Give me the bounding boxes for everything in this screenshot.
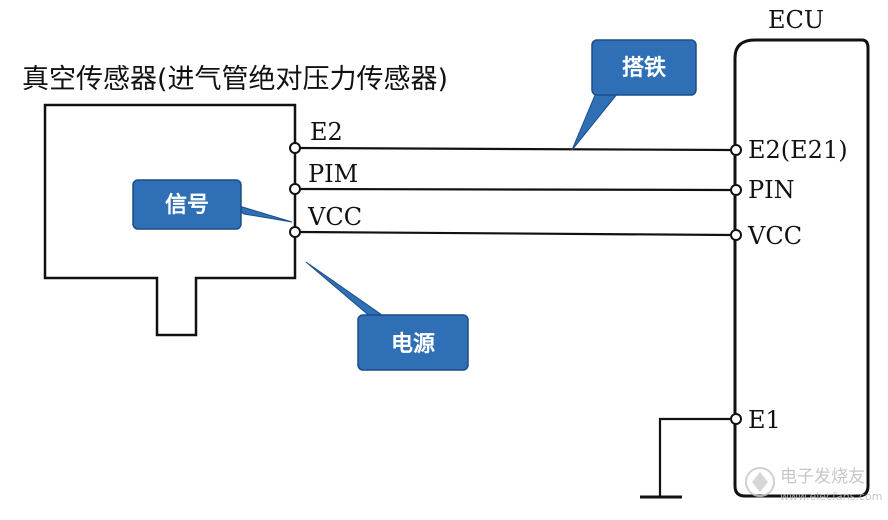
watermark-text: 电子发烧友 xyxy=(780,467,865,487)
wire-pim xyxy=(298,187,732,192)
ecu-block: ECU xyxy=(733,6,870,498)
callout-signal-box xyxy=(132,179,242,230)
ecu-terminal-vcc xyxy=(730,229,742,241)
ecu-pin-e1-label: E1 xyxy=(748,406,781,434)
watermark-logo-icon xyxy=(745,467,775,497)
sensor-title: 真空传感器(进气管绝对压力传感器) xyxy=(22,64,448,95)
callout-power-box xyxy=(357,314,469,371)
callout-power-pointer xyxy=(305,261,393,323)
wire-e2 xyxy=(298,146,732,152)
sensor-pin-e2-label: E2 xyxy=(310,118,343,146)
ecu-terminals xyxy=(730,144,742,425)
ecu-label: ECU xyxy=(768,6,824,34)
ecu-pin-e2-label: E2(E21) xyxy=(748,136,848,164)
callout-signal: 信号 xyxy=(132,179,293,230)
callout-ground-box xyxy=(591,39,697,96)
sensor-box xyxy=(43,103,297,337)
callout-ground: 搭铁 xyxy=(571,39,697,151)
watermark-url: www.elecfans.com xyxy=(780,490,882,503)
terminal-vcc xyxy=(289,226,301,238)
callout-ground-pointer xyxy=(571,87,624,151)
callout-power: 电源 xyxy=(305,261,469,371)
sensor-block xyxy=(43,103,297,337)
ecu-terminal-e1 xyxy=(730,413,742,425)
sensor-pin-pim-label: PIM xyxy=(308,160,358,188)
wire-e1-ground xyxy=(658,417,731,496)
callout-ground-text: 搭铁 xyxy=(622,55,666,81)
ecu-terminal-pin xyxy=(730,184,742,196)
wiring xyxy=(298,146,732,499)
ecu-pin-pin-label: PIN xyxy=(748,176,795,204)
callout-signal-text: 信号 xyxy=(165,192,209,218)
watermark: 电子发烧友 www.elecfans.com xyxy=(745,467,882,503)
sensor-terminals xyxy=(289,142,301,238)
sensor-pin-vcc-label: VCC xyxy=(307,203,362,231)
wire-vcc xyxy=(298,230,732,237)
terminal-e2 xyxy=(289,142,301,154)
terminal-pim xyxy=(289,183,301,195)
ecu-terminal-e2 xyxy=(730,144,742,156)
ecu-box xyxy=(733,38,870,498)
callout-power-text: 电源 xyxy=(391,332,435,357)
ecu-pin-vcc-label: VCC xyxy=(747,222,802,250)
